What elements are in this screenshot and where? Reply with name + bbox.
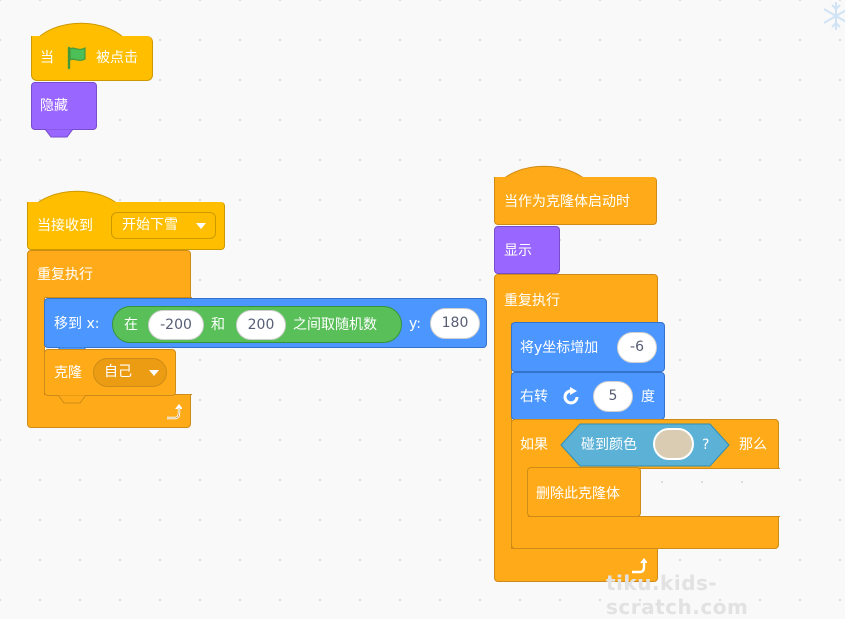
clone-target-value: 自己 [104, 364, 132, 380]
snowflake-icon [823, 2, 845, 30]
turn-right-block[interactable]: 右转 5 度 [511, 372, 665, 420]
when-receive-block[interactable]: 当接收到 开始下雪 [27, 202, 225, 250]
random-and-label: 和 [211, 317, 225, 333]
random-to-input[interactable]: 200 [236, 310, 286, 340]
green-flag-icon [67, 46, 86, 70]
pick-random-reporter[interactable]: 在 -200 和 200 之间取随机数 [112, 306, 402, 343]
forever-label: 重复执行 [37, 267, 93, 283]
goto-y-label: y: [409, 316, 421, 332]
if-label: 如果 [520, 437, 548, 453]
hide-block[interactable]: 隐藏 [31, 82, 97, 130]
turn-input[interactable]: 5 [593, 381, 633, 412]
goto-y-input[interactable]: 180 [430, 308, 480, 339]
change-y-block[interactable]: 将y坐标增加 -6 [511, 322, 665, 372]
random-from-input[interactable]: -200 [148, 310, 204, 340]
create-clone-block[interactable]: 克隆 自己 [44, 349, 176, 396]
turn-label: 右转 [520, 389, 548, 405]
goto-label: 移到 x: [54, 316, 100, 332]
delete-clone-label: 删除此克隆体 [536, 486, 620, 502]
message-dropdown[interactable]: 开始下雪 [111, 212, 216, 239]
hide-label: 隐藏 [40, 98, 68, 114]
receive-label: 当接收到 [37, 218, 93, 234]
chevron-down-icon [196, 223, 206, 229]
show-block[interactable]: 显示 [494, 226, 560, 274]
then-label: 那么 [739, 437, 767, 453]
random-pick-label: 之间取随机数 [293, 317, 377, 333]
rotate-right-icon [563, 387, 579, 405]
color-picker-swatch[interactable] [653, 428, 694, 460]
show-label: 显示 [504, 243, 532, 259]
loop-arrow-icon [167, 404, 182, 420]
degrees-label: 度 [641, 389, 655, 405]
touching-color-label: 碰到颜色 [581, 437, 637, 453]
if-then-block[interactable]: 如果 碰到颜色 ? 那么 [511, 419, 780, 549]
message-value: 开始下雪 [122, 217, 178, 233]
forever-label: 重复执行 [504, 293, 560, 309]
random-in-label: 在 [124, 317, 138, 333]
when-flag-clicked-block[interactable]: 当 被点击 [31, 36, 153, 81]
when-clone-start-block[interactable]: 当作为克隆体启动时 [494, 177, 657, 225]
loop-arrow-icon [632, 558, 647, 574]
change-y-input[interactable]: -6 [617, 332, 657, 363]
clicked-label: 被点击 [96, 50, 138, 66]
when-label: 当 [40, 50, 54, 66]
chevron-down-icon [149, 370, 159, 376]
clone-target-dropdown[interactable]: 自己 [93, 358, 167, 387]
change-y-label: 将y坐标增加 [520, 340, 599, 356]
delete-clone-block[interactable]: 删除此克隆体 [527, 467, 641, 517]
clone-start-label: 当作为克隆体启动时 [504, 194, 630, 210]
goto-xy-block[interactable]: 移到 x: 在 -200 和 200 之间取随机数 y: 180 [44, 298, 487, 348]
clone-notch [58, 395, 87, 404]
clone-label: 克隆 [54, 365, 82, 381]
hide-notch [45, 129, 74, 138]
watermark: tiku.kids-scratch.com [606, 571, 749, 619]
question-mark: ? [702, 437, 710, 453]
